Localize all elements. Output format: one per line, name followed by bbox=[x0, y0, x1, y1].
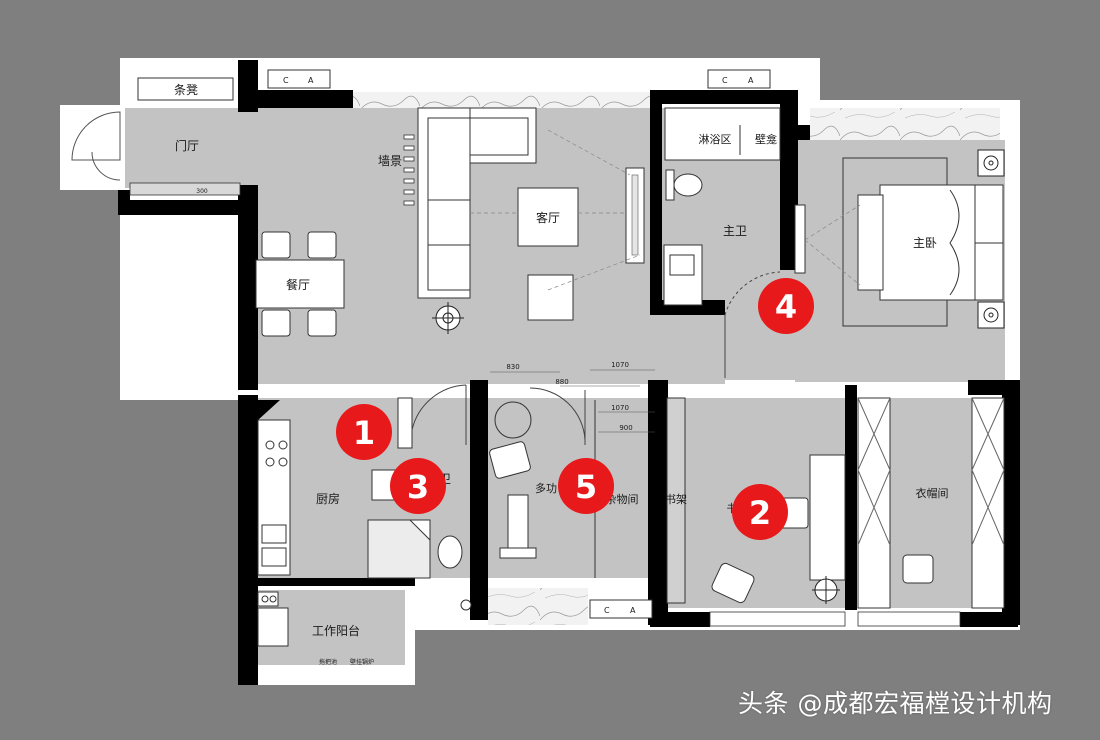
washer bbox=[257, 607, 289, 647]
mop-pool-label: 拖把池 bbox=[319, 658, 337, 666]
dimension-lines bbox=[490, 369, 655, 433]
bookshelf bbox=[666, 397, 686, 604]
living-guides bbox=[470, 129, 641, 291]
study-window bbox=[709, 611, 846, 627]
entrance-cabinet bbox=[129, 182, 241, 196]
bedroom-guides bbox=[804, 204, 861, 286]
master-bath-label: 主卫 bbox=[723, 224, 747, 238]
balcony-appliances bbox=[257, 591, 279, 607]
dim-1070-room: 1070 bbox=[611, 404, 629, 412]
study-label: 书 bbox=[727, 502, 738, 515]
balcony-south-marble bbox=[488, 588, 588, 625]
bedroom-tv bbox=[794, 204, 806, 274]
window-mark-south: C A bbox=[589, 599, 653, 619]
marker-4: 4 bbox=[758, 278, 814, 334]
shower-zone-label: 淋浴区 bbox=[699, 133, 732, 146]
wardrobe-window bbox=[857, 611, 961, 627]
toilet-icon bbox=[665, 169, 703, 201]
svg-text:A: A bbox=[630, 606, 636, 615]
feature-wall-shelves bbox=[403, 134, 415, 206]
balcony-north-marble bbox=[350, 92, 655, 110]
bath2-shower bbox=[367, 519, 431, 579]
marker-5: 5 bbox=[558, 458, 614, 514]
dining-room-label: 餐厅 bbox=[286, 277, 310, 292]
marker-3: 3 bbox=[390, 458, 446, 514]
dim-300: 300 bbox=[196, 188, 208, 195]
entry-door[interactable] bbox=[71, 111, 121, 181]
bath2-door[interactable] bbox=[411, 384, 467, 445]
marker-1: 1 bbox=[336, 404, 392, 460]
master-bath-door[interactable] bbox=[724, 271, 781, 378]
multi-room-label: 多功 bbox=[535, 481, 557, 495]
svg-text:5: 5 bbox=[575, 468, 597, 506]
nightstand-lamp-icon bbox=[977, 149, 1005, 329]
sofa bbox=[417, 107, 537, 299]
svg-text:C: C bbox=[604, 606, 610, 615]
kitchen-corner bbox=[258, 400, 280, 420]
svg-text:C: C bbox=[283, 76, 289, 85]
bench-label: 条凳 bbox=[174, 82, 198, 97]
study-desk bbox=[809, 454, 846, 581]
dim-880: 880 bbox=[555, 378, 568, 386]
bed bbox=[857, 184, 1004, 301]
floor-lamp-icon bbox=[432, 302, 464, 334]
window-mark-east: C A bbox=[707, 69, 771, 89]
kitchen-label: 厨房 bbox=[316, 491, 340, 506]
coffee-table bbox=[517, 187, 579, 247]
stove-icon bbox=[265, 440, 288, 467]
living-room-label: 客厅 bbox=[536, 210, 560, 225]
window-mark-north: C A bbox=[267, 69, 331, 89]
armchair-icon bbox=[489, 441, 531, 479]
svg-text:C: C bbox=[722, 76, 728, 85]
dim-1070-top: 1070 bbox=[611, 361, 629, 369]
svg-text:1: 1 bbox=[353, 414, 375, 452]
dim-900: 900 bbox=[619, 424, 632, 432]
kitchen-sink bbox=[261, 524, 287, 567]
walls bbox=[118, 60, 1020, 685]
bookshelf-label: 书架 bbox=[665, 493, 687, 506]
balcony-bedroom-marble bbox=[810, 108, 1000, 141]
dining-table bbox=[255, 259, 345, 309]
ottoman bbox=[527, 274, 574, 321]
vanity-sink bbox=[663, 244, 703, 306]
marker-2: 2 bbox=[732, 484, 788, 540]
feature-wall-label: 墙景 bbox=[378, 154, 402, 168]
lounge-chair-icon bbox=[711, 562, 755, 604]
storage-label: 杂物间 bbox=[606, 492, 639, 506]
watermark: 头条 @成都宏福樘设计机构 bbox=[738, 689, 1053, 718]
wall-niche-label: 壁龛 bbox=[755, 132, 777, 146]
study-lamp-icon bbox=[812, 576, 840, 604]
bath2-toilet-icon bbox=[437, 535, 463, 569]
wardrobe-chair bbox=[902, 554, 934, 584]
entrance-label: 门厅 bbox=[175, 138, 199, 153]
round-table bbox=[494, 401, 532, 439]
drain-icon bbox=[460, 599, 472, 611]
bath2-cabinet bbox=[397, 397, 413, 449]
shower-zone bbox=[664, 107, 781, 161]
fitness-bench bbox=[499, 494, 537, 559]
boiler-label: 壁挂锅炉 bbox=[350, 658, 374, 666]
multi-door[interactable] bbox=[529, 387, 586, 445]
bench bbox=[137, 77, 234, 101]
svg-text:A: A bbox=[308, 76, 314, 85]
master-bedroom-label: 主卧 bbox=[913, 236, 937, 250]
svg-text:4: 4 bbox=[775, 288, 797, 326]
dim-830: 830 bbox=[506, 363, 519, 371]
work-balcony-label: 工作阳台 bbox=[312, 623, 360, 638]
svg-text:2: 2 bbox=[749, 494, 771, 532]
dining-chairs bbox=[261, 231, 337, 337]
wardrobe-label: 衣帽间 bbox=[916, 486, 949, 500]
wardrobe-cabinets bbox=[857, 397, 1005, 609]
svg-text:A: A bbox=[748, 76, 754, 85]
svg-text:3: 3 bbox=[407, 468, 429, 506]
